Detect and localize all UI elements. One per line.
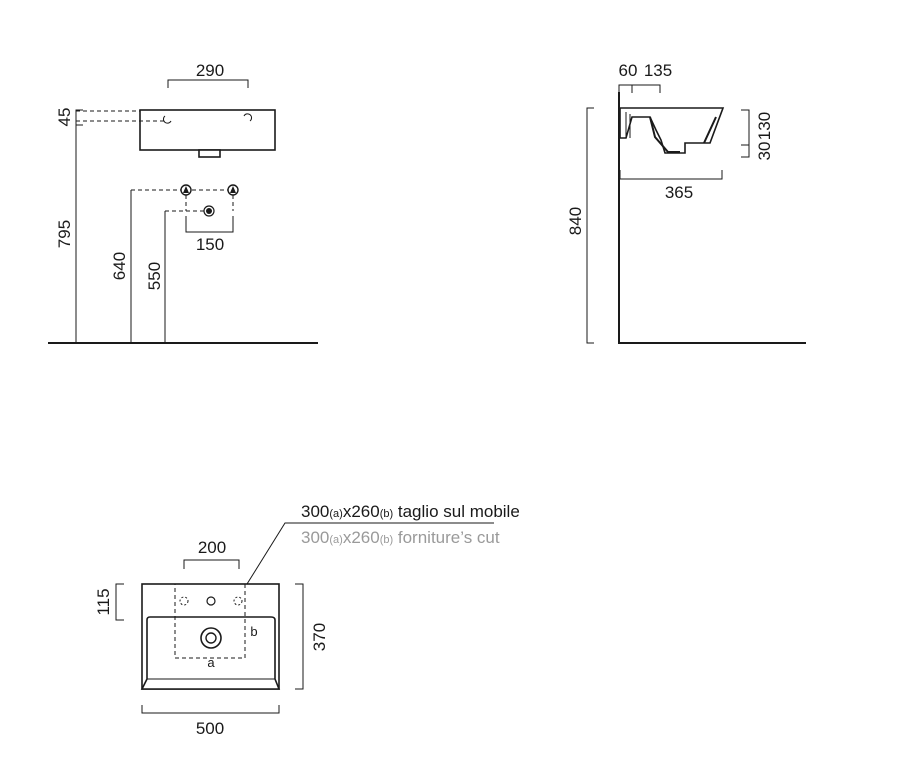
top-width-label: 500 xyxy=(196,719,224,738)
tap-spacing-dimension xyxy=(183,559,240,569)
top-tap-hole-left-icon xyxy=(179,596,189,606)
note-leader-line xyxy=(246,522,494,585)
front-tap-hole-left xyxy=(162,115,172,124)
top-depth-label: 370 xyxy=(310,623,329,651)
side-dim-a-label: 60 xyxy=(619,61,638,80)
tap-offset-dimension xyxy=(115,583,124,621)
side-depth-label: 365 xyxy=(665,183,693,202)
front-tap-hole-right xyxy=(243,113,253,122)
side-top-dimension xyxy=(618,84,633,93)
cut-note-english: 300(a)x260(b) forniture’s cut xyxy=(301,528,500,547)
drain-outlet-icon xyxy=(203,205,215,217)
cabinet-cut-outline xyxy=(174,583,246,659)
side-basin-inner xyxy=(649,116,717,153)
supply-valve-right-icon xyxy=(227,184,239,196)
front-supply-height-label: 640 xyxy=(110,252,129,280)
top-tap-hole-center-icon xyxy=(206,596,216,606)
supply-spacing-dimension xyxy=(185,216,234,233)
top-drain-inner-icon xyxy=(205,632,217,644)
front-basin-body xyxy=(139,109,276,151)
front-top-height-label: 45 xyxy=(55,108,74,127)
depth-dimension xyxy=(295,583,304,690)
front-view: 290 45 795 640 550 150 xyxy=(48,61,318,344)
supply-valve-left-icon xyxy=(180,184,192,196)
side-overall-height-label: 840 xyxy=(566,207,585,235)
top-tap-spacing-label: 200 xyxy=(198,538,226,557)
side-dim-b-label: 135 xyxy=(644,61,672,80)
side-rim-label: 30 xyxy=(755,142,774,161)
top-view: a b 300(a)x260(b) taglio sul mobile 300(… xyxy=(94,502,520,738)
side-depth-dimension xyxy=(619,170,723,180)
side-top-dimension-2 xyxy=(632,84,661,93)
front-drain-stub xyxy=(198,149,221,158)
front-drain-height-label: 550 xyxy=(145,262,164,290)
side-basin-depth-label: 130 xyxy=(755,112,774,140)
cut-mark-b: b xyxy=(250,624,257,639)
top-height-dimension xyxy=(75,109,83,126)
front-overall-height-label: 795 xyxy=(55,220,74,248)
width-dimension-line xyxy=(167,79,249,88)
side-basin-section xyxy=(619,107,725,154)
front-supply-spacing-label: 150 xyxy=(196,235,224,254)
side-view: 60 135 840 365 130 30 xyxy=(566,61,806,344)
top-drain-icon xyxy=(200,627,222,649)
width-dimension xyxy=(141,705,280,714)
side-overall-height-line xyxy=(586,107,594,344)
top-tap-hole-right-icon xyxy=(233,596,243,606)
top-tap-offset-label: 115 xyxy=(94,588,113,615)
front-width-label: 290 xyxy=(196,61,224,80)
cut-mark-a: a xyxy=(207,655,215,670)
side-wall-flange xyxy=(625,112,631,138)
cut-note-italian: 300(a)x260(b) taglio sul mobile xyxy=(301,502,520,521)
side-basin-depth-dimension xyxy=(741,109,750,158)
